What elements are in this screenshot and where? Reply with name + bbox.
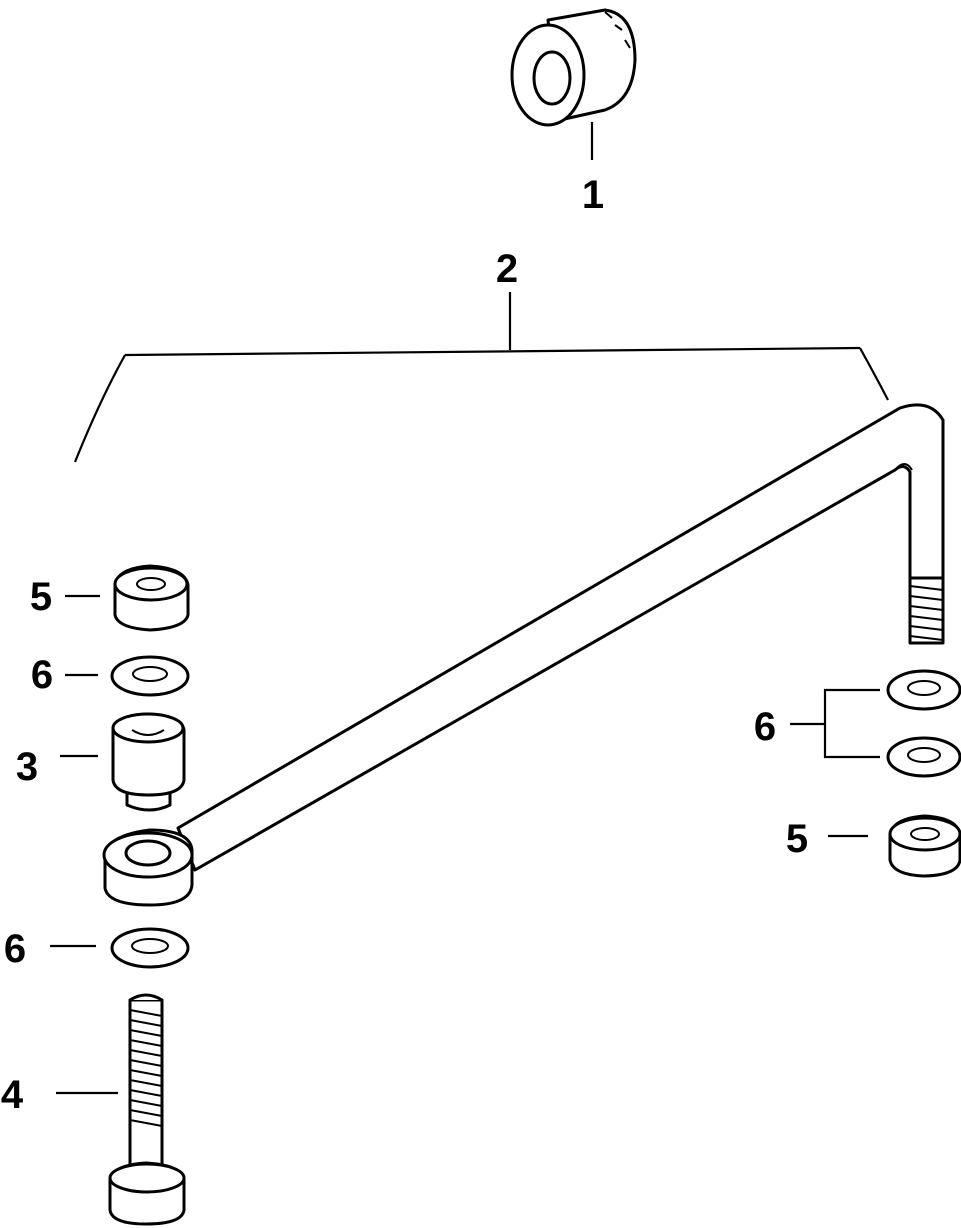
label-part-4: 4 — [1, 1073, 24, 1117]
part-6-left-bottom-washer — [50, 927, 190, 969]
label-part-5-right: 5 — [786, 817, 808, 861]
part-6-left-top-washer — [65, 655, 190, 697]
label-part-1: 1 — [582, 173, 604, 217]
label-part-5-left: 5 — [30, 575, 52, 619]
label-part-2: 2 — [496, 247, 518, 291]
part-2-link-rod — [102, 403, 945, 907]
part-1-bushing — [510, 8, 637, 160]
part-4-bolt — [56, 993, 186, 1226]
part-3-spacer — [60, 712, 186, 812]
part-5-left-nut — [65, 564, 190, 632]
label-part-6-right: 6 — [754, 705, 776, 749]
part-5-right-nut — [828, 814, 961, 878]
part-6-right-washers — [790, 669, 961, 778]
part-2-bracket — [73, 292, 889, 463]
label-part-3: 3 — [16, 745, 38, 789]
label-part-6-left-bottom: 6 — [4, 927, 26, 971]
label-part-6-left-top: 6 — [31, 653, 53, 697]
